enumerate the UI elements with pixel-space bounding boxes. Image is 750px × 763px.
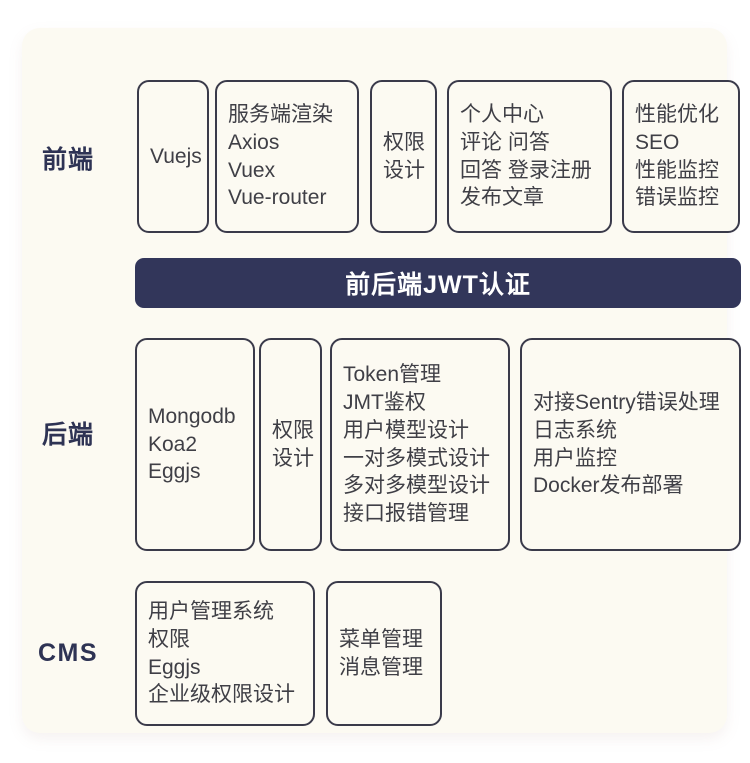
box-line: 权限: [272, 418, 314, 442]
box-line: 接口报错管理: [343, 502, 469, 526]
box-line: Eggjs: [148, 460, 201, 484]
row-label-frontend: 前端: [41, 146, 94, 174]
box-line: 性能监控: [635, 158, 719, 182]
box-line: Vuejs: [150, 144, 202, 168]
frontend-box-2: 服务端渲染 Axios Vuex Vue-router: [215, 80, 359, 233]
box-line: Mongodb: [148, 404, 236, 428]
box-line: 设计: [272, 446, 314, 470]
box-line: 企业级权限设计: [148, 683, 295, 707]
box-line: 日志系统: [533, 418, 617, 442]
frontend-box-3: 权限 设计: [370, 80, 437, 233]
architecture-card: 前端 Vuejs 服务端渲染 Axios Vuex Vue-router 权限 …: [22, 28, 741, 733]
cms-box-2: 菜单管理 消息管理: [326, 581, 442, 726]
backend-box-3: Token管理 JMT鉴权 用户模型设计 一对多模式设计 多对多模型设计 接口报…: [330, 338, 510, 551]
backend-box-4: 对接Sentry错误处理 日志系统 用户监控 Docker发布部署: [520, 338, 741, 551]
box-line: 用户管理系统: [148, 599, 274, 623]
row-label-cms: CMS: [37, 639, 99, 667]
box-line: 一对多模式设计: [343, 446, 490, 470]
box-line: 错误监控: [635, 186, 719, 210]
box-line: 回答 登录注册: [460, 158, 592, 182]
frontend-box-4: 个人中心 评论 问答 回答 登录注册 发布文章: [447, 80, 612, 233]
backend-box-2: 权限 设计: [259, 338, 322, 551]
box-line: SEO: [635, 130, 680, 154]
box-line: 菜单管理: [339, 627, 423, 651]
box-line: 性能优化: [635, 102, 719, 126]
jwt-auth-banner: 前后端JWT认证: [135, 258, 741, 308]
box-line: 发布文章: [460, 186, 544, 210]
frontend-box-5: 性能优化 SEO 性能监控 错误监控: [622, 80, 740, 233]
box-line: Koa2: [148, 432, 198, 456]
box-line: 用户监控: [533, 446, 617, 470]
box-line: 服务端渲染: [228, 102, 333, 126]
box-line: 评论 问答: [460, 130, 550, 154]
box-line: 多对多模型设计: [343, 474, 490, 498]
box-line: 权限: [383, 130, 425, 154]
box-line: Axios: [228, 130, 280, 154]
jwt-auth-banner-label: 前后端JWT认证: [345, 271, 531, 299]
box-line: Vuex: [228, 158, 276, 182]
box-line: Token管理: [343, 362, 442, 386]
box-line: JMT鉴权: [343, 390, 426, 414]
frontend-box-1: Vuejs: [137, 80, 209, 233]
row-label-backend: 后端: [41, 421, 94, 449]
cms-box-1: 用户管理系统 权限 Eggjs 企业级权限设计: [135, 581, 315, 726]
box-line: Vue-router: [228, 186, 327, 210]
box-line: Docker发布部署: [533, 474, 684, 498]
backend-box-1: Mongodb Koa2 Eggjs: [135, 338, 255, 551]
box-line: 消息管理: [339, 655, 423, 679]
box-line: 用户模型设计: [343, 418, 469, 442]
box-line: 对接Sentry错误处理: [533, 390, 720, 414]
box-line: Eggjs: [148, 655, 201, 679]
box-line: 权限: [148, 627, 190, 651]
box-line: 个人中心: [460, 102, 544, 126]
box-line: 设计: [383, 158, 425, 182]
